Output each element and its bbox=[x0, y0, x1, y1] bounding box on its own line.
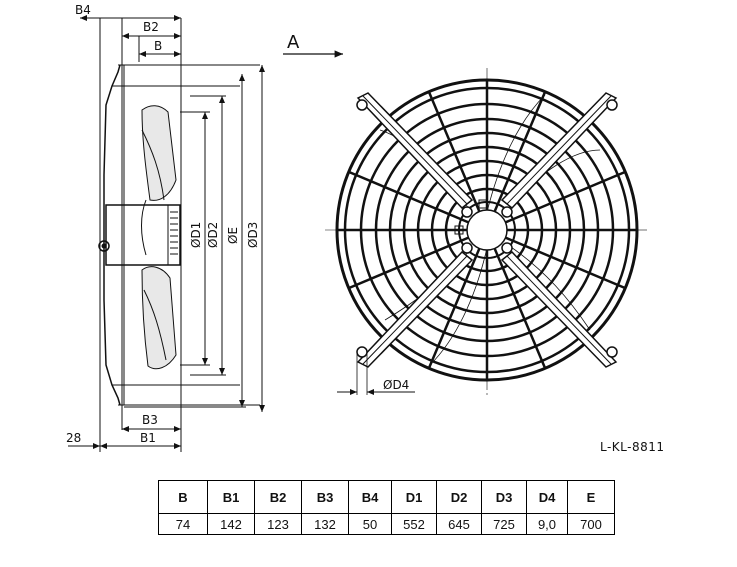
view-arrow: A bbox=[283, 32, 343, 58]
header-b3: B3 bbox=[301, 480, 349, 514]
label-b: B bbox=[154, 39, 162, 53]
label-d3: ØD3 bbox=[246, 222, 260, 248]
value-d4: 9,0 bbox=[526, 513, 568, 535]
value-d1: 552 bbox=[391, 513, 437, 535]
front-view bbox=[325, 68, 650, 395]
label-d1: ØD1 bbox=[189, 222, 203, 248]
label-b4: B4 bbox=[75, 3, 91, 17]
value-b2: 123 bbox=[254, 513, 302, 535]
value-e: 700 bbox=[567, 513, 615, 535]
label-offset: 28 bbox=[66, 431, 81, 445]
header-b1: B1 bbox=[207, 480, 255, 514]
header-e: E bbox=[567, 480, 615, 514]
drawing-reference: L-KL-8811 bbox=[600, 440, 665, 454]
value-b3: 132 bbox=[301, 513, 349, 535]
header-b: B bbox=[158, 480, 208, 514]
label-b3: B3 bbox=[142, 413, 158, 427]
label-b2: B2 bbox=[143, 20, 159, 34]
svg-text:A: A bbox=[287, 32, 300, 53]
fan-technical-drawing: B4 B2 B B3 B1 28 ØD1 ØD2 ØE ØD3 A bbox=[66, 3, 650, 452]
header-d4: D4 bbox=[526, 480, 568, 514]
value-b: 74 bbox=[158, 513, 208, 535]
label-d4: ØD4 bbox=[383, 378, 409, 392]
header-d2: D2 bbox=[436, 480, 482, 514]
table-row: 74 142 123 132 50 552 645 725 9,0 700 bbox=[158, 513, 615, 535]
value-d3: 725 bbox=[481, 513, 527, 535]
header-d3: D3 bbox=[481, 480, 527, 514]
value-d2: 645 bbox=[436, 513, 482, 535]
label-b1: B1 bbox=[140, 431, 156, 445]
label-e: ØE bbox=[226, 227, 240, 244]
value-b1: 142 bbox=[207, 513, 255, 535]
side-view bbox=[68, 15, 265, 452]
header-b2: B2 bbox=[254, 480, 302, 514]
dimension-table: B B1 B2 B3 B4 D1 D2 D3 D4 E 74 142 123 1… bbox=[158, 480, 615, 535]
header-d1: D1 bbox=[391, 480, 437, 514]
table-header-row: B B1 B2 B3 B4 D1 D2 D3 D4 E bbox=[158, 480, 615, 514]
value-b4: 50 bbox=[348, 513, 392, 535]
header-b4: B4 bbox=[348, 480, 392, 514]
label-d2: ØD2 bbox=[206, 222, 220, 248]
